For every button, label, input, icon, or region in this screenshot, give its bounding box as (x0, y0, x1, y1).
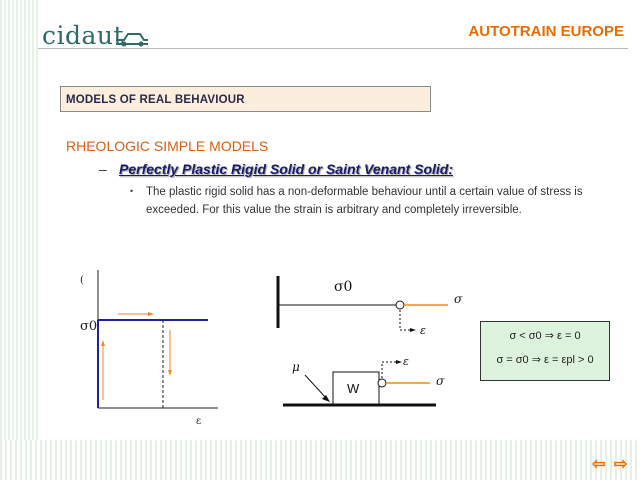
section-title: MODELS OF REAL BEHAVIOUR (66, 94, 245, 106)
brand-title: AUTOTRAIN EUROPE (468, 23, 624, 40)
graph-y-axis-label: ( (80, 275, 84, 286)
block-strain-arrow-head (396, 360, 402, 364)
block-node (377, 378, 387, 388)
friction-pointer-head (322, 395, 330, 402)
model-sigma-label: σ (454, 292, 463, 306)
block-sigma-label: σ (436, 374, 445, 388)
strain-indicator (399, 310, 412, 331)
header-background (38, 0, 640, 48)
weight-label: W (347, 381, 360, 396)
item-title: Perfectly Plastic Rigid Solid or Saint V… (119, 161, 453, 177)
description: The plastic rigid solid has a non-deform… (146, 186, 583, 216)
friction-pointer (304, 374, 327, 399)
header-divider (38, 48, 628, 49)
car-logo-icon (116, 33, 148, 47)
block-strain-indicator (381, 361, 398, 378)
subtitle: RHEOLOGIC SIMPLE MODELS (66, 138, 269, 154)
strain-arrow-head (410, 328, 416, 332)
equation-plastic-strain: σ = σ0 ⇒ ε = εpl > 0 (496, 354, 594, 366)
block-epsilon-label: ε (403, 355, 409, 368)
equations-box: σ < σ0 ⇒ ε = 0 σ = σ0 ⇒ ε = εpl > 0 (480, 321, 610, 381)
decorative-stripes-left (0, 0, 38, 480)
next-slide-button[interactable]: ⇨ (614, 456, 628, 473)
model-sigma0-label: σ0 (334, 279, 352, 295)
loading-arrow-head (101, 340, 105, 346)
decorative-stripes-bottom (0, 440, 640, 480)
graph-sigma0-label: σ0 (80, 319, 97, 334)
bullet: • (130, 186, 134, 196)
stress-strain-graph: ( σ0 ε (80, 270, 218, 427)
section-header: MODELS OF REAL BEHAVIOUR (60, 86, 431, 112)
model-epsilon-label: ε (420, 324, 426, 337)
weight-block (332, 371, 380, 405)
mu-label: μ (292, 360, 300, 374)
flow-arrow-head (148, 312, 154, 316)
joint-node (395, 300, 405, 310)
rigid-plastic-model: σ0 σ ε (276, 276, 463, 337)
unloading-arrow-head (168, 370, 172, 376)
friction-block-model: W μ σ ε (283, 355, 445, 407)
prev-slide-button[interactable]: ⇦ (592, 456, 606, 473)
graph-x-axis-label: ε (196, 416, 201, 427)
list-dash: – (99, 161, 107, 177)
cidaut-logo: cidaut (42, 21, 125, 50)
equation-no-strain: σ < σ0 ⇒ ε = 0 (509, 330, 581, 342)
